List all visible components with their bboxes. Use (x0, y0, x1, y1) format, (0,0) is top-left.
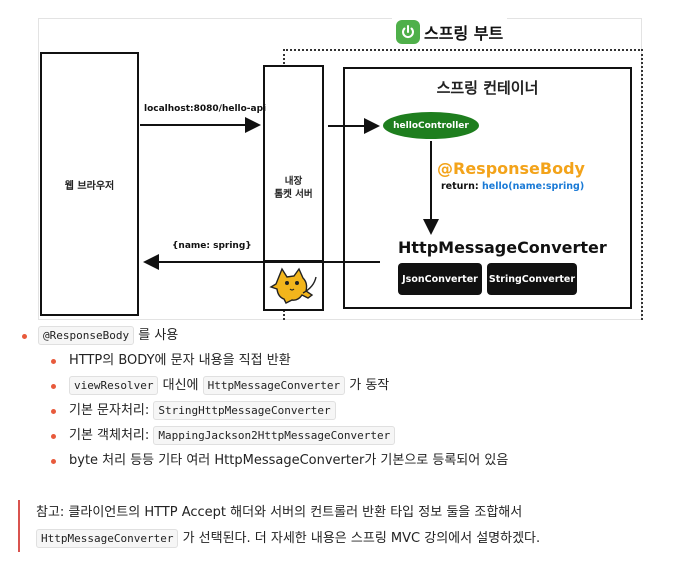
response-body-annotation: @ResponseBody (437, 159, 585, 178)
note-text: 가 선택된다. 더 자세한 내용은 스프링 MVC 강의에서 설명하겠다. (178, 531, 541, 546)
tomcat-label-line1: 내장 (284, 176, 303, 187)
json-converter-box: JsonConverter (398, 263, 482, 295)
spring-container-title: 스프링 컨테이너 (436, 79, 539, 97)
bullet-dot (22, 334, 27, 339)
spring-boot-diagram: 스프링 부트 웹 브라우저 내장 톰켓 서버 스프링 컨테이너 helloCon… (38, 18, 643, 320)
tomcat-label: 내장 톰켓 서버 (265, 175, 322, 201)
list-item: @ResponseBody 를 사용 (20, 326, 660, 351)
response-json-label: {name: spring} (172, 241, 252, 251)
flow-arrows (140, 117, 439, 270)
tomcat-cat-icon (269, 267, 317, 304)
inline-code: StringHttpMessageConverter (153, 401, 336, 420)
request-url-label: localhost:8080/hello-api (144, 104, 267, 114)
list-item: HTTP의 BODY에 문자 내용을 직접 반환 (20, 351, 660, 376)
list-item: 기본 문자처리: StringHttpMessageConverter (20, 401, 660, 426)
inline-code: HttpMessageConverter (36, 529, 179, 548)
bullet-dot (51, 459, 56, 464)
explanation-list: @ResponseBody 를 사용 HTTP의 BODY에 문자 내용을 직접… (20, 326, 660, 476)
list-item: byte 처리 등등 기타 여러 HttpMessageConverter가 기… (20, 451, 660, 476)
list-text: 기본 문자처리: (69, 403, 154, 418)
list-text: 대신에 (158, 378, 203, 393)
hello-controller-node: helloController (383, 112, 479, 139)
list-text: 기본 객체처리: (69, 428, 154, 443)
bullet-dot (51, 384, 56, 389)
inline-code: MappingJackson2HttpMessageConverter (153, 426, 396, 445)
embedded-tomcat-box: 내장 톰켓 서버 (263, 65, 324, 311)
list-item: viewResolver 대신에 HttpMessageConverter 가 … (20, 376, 660, 401)
note-line2: HttpMessageConverter 가 선택된다. 더 자세한 내용은 스… (36, 526, 656, 552)
bullet-dot (51, 409, 56, 414)
return-value: hello(name:spring) (482, 181, 585, 192)
return-statement: return: hello(name:spring) (441, 181, 584, 192)
tomcat-label-line2: 톰켓 서버 (274, 189, 313, 200)
list-text: byte 처리 등등 기타 여러 HttpMessageConverter가 기… (69, 453, 509, 468)
http-message-converter-title: HttpMessageConverter (398, 238, 607, 257)
list-text: 가 동작 (345, 378, 390, 393)
inline-code: @ResponseBody (38, 326, 135, 345)
note-callout: 참고: 클라이언트의 HTTP Accept 해더와 서버의 컨트롤러 반환 타… (18, 500, 656, 552)
inline-code: viewResolver (69, 376, 159, 395)
web-browser-box: 웹 브라우저 (40, 52, 139, 316)
spring-boot-title: 스프링 부트 (392, 18, 508, 46)
bullet-dot (51, 434, 56, 439)
power-icon (396, 20, 420, 44)
list-text: 를 사용 (134, 328, 179, 343)
web-browser-label: 웹 브라우저 (64, 180, 115, 192)
list-item: 기본 객체처리: MappingJackson2HttpMessageConve… (20, 426, 660, 451)
string-converter-box: StringConverter (487, 263, 577, 295)
inline-code: HttpMessageConverter (202, 376, 346, 395)
bullet-dot (51, 359, 56, 364)
note-line1: 참고: 클라이언트의 HTTP Accept 해더와 서버의 컨트롤러 반환 타… (36, 505, 523, 520)
spring-boot-label: 스프링 부트 (424, 24, 504, 43)
return-prefix: return: (441, 181, 482, 192)
list-text: HTTP의 BODY에 문자 내용을 직접 반환 (69, 353, 291, 368)
